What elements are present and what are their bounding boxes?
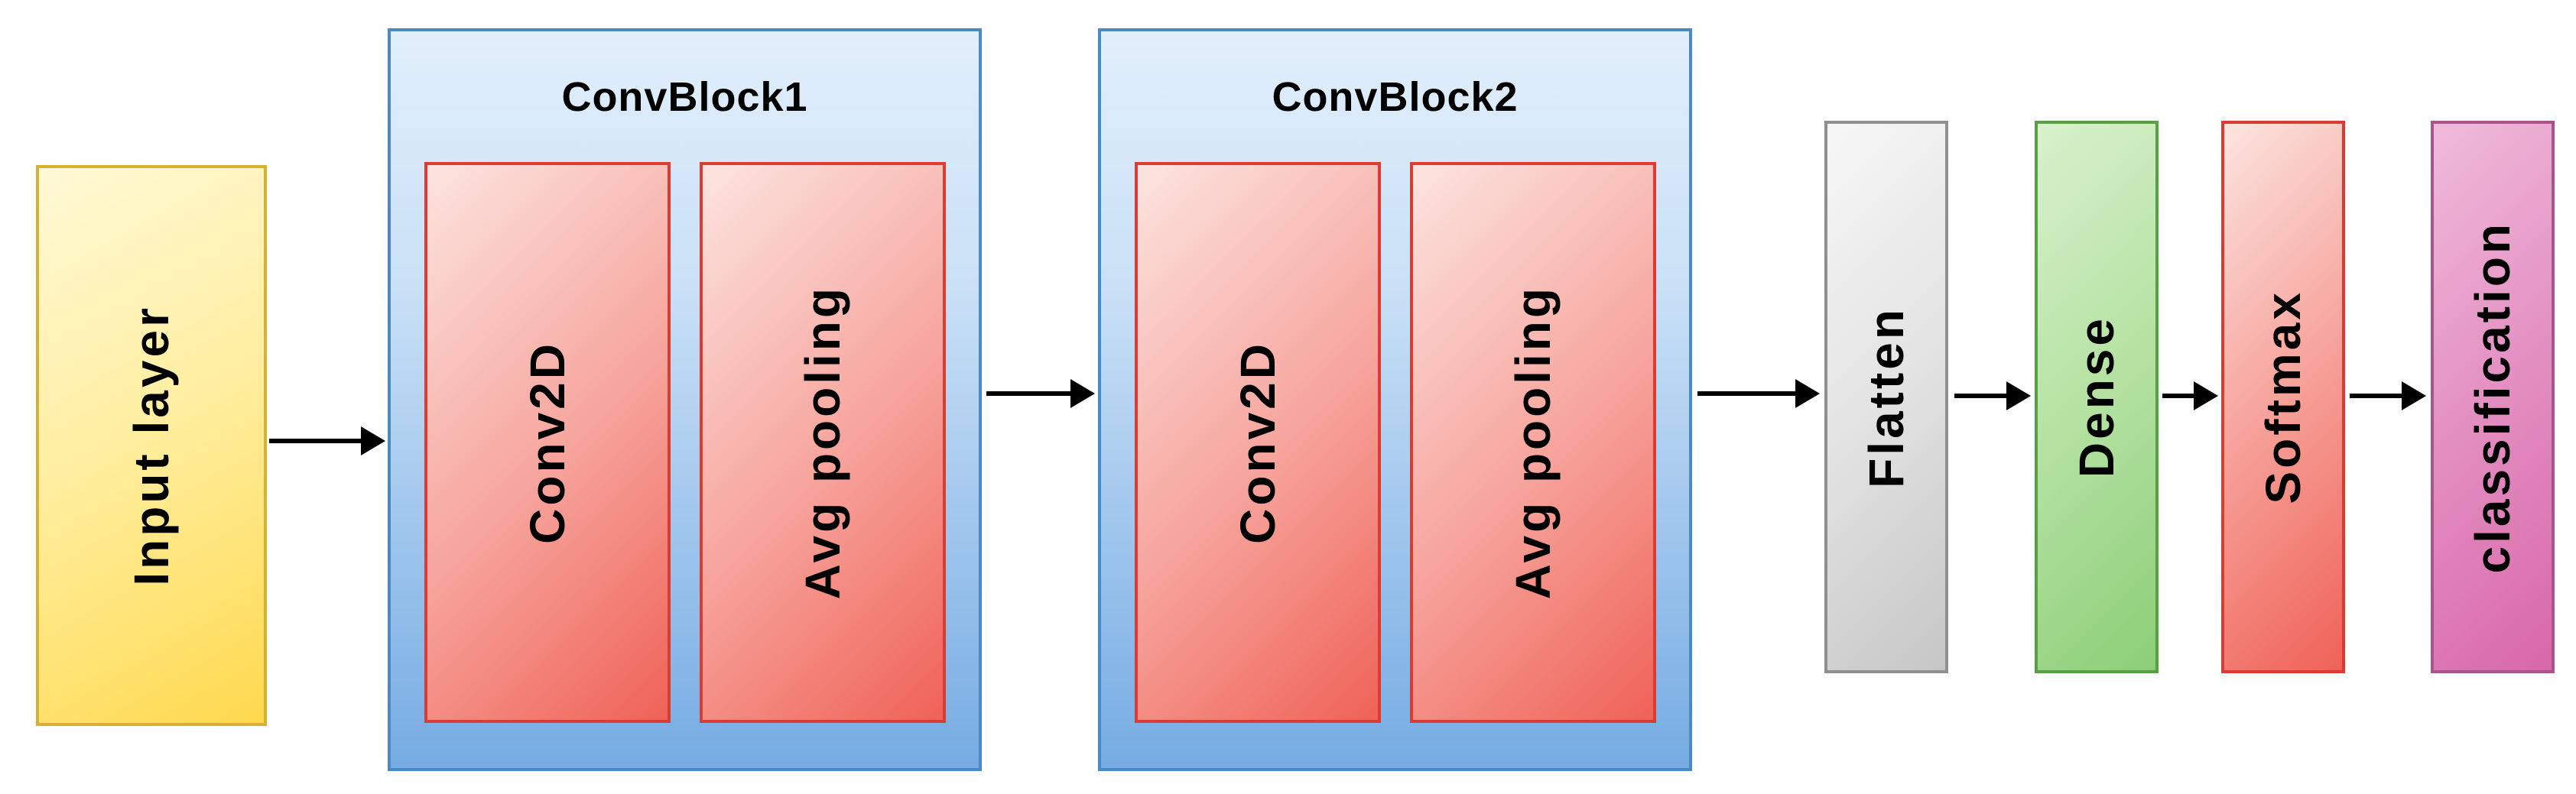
arrow-shaft (2162, 394, 2197, 398)
flow-arrow-5 (2162, 381, 2218, 411)
arrow-right-icon (2194, 381, 2218, 410)
convblock2-body: Conv2D Avg pooling (1101, 162, 1689, 723)
convblock2-container: ConvBlock2 Conv2D Avg pooling (1098, 28, 1692, 771)
arrow-shaft (2350, 394, 2405, 398)
convblock2-avgpooling-box: Avg pooling (1409, 162, 1656, 723)
input-layer-box: Input layer (36, 165, 267, 726)
classification-label: classification (2465, 220, 2520, 574)
softmax-label: Softmax (2256, 290, 2311, 504)
convblock1-container: ConvBlock1 Conv2D Avg pooling (388, 28, 982, 771)
arrow-shaft (1697, 391, 1798, 396)
convblock1-conv2d-label: Conv2D (519, 341, 575, 544)
flatten-label: Flatten (1859, 306, 1914, 488)
convblock2-conv2d-label: Conv2D (1230, 341, 1285, 544)
arrow-shaft (986, 391, 1074, 396)
flow-arrow-2 (986, 378, 1095, 409)
dense-box: Dense (2035, 121, 2159, 673)
softmax-box: Softmax (2221, 121, 2345, 673)
arrow-right-icon (1795, 379, 1820, 408)
arrow-right-icon (361, 426, 385, 455)
flow-arrow-3 (1697, 378, 1820, 409)
convblock2-title: ConvBlock2 (1272, 73, 1519, 120)
arrow-shaft (1954, 394, 2009, 398)
convblock2-avgpooling-label: Avg pooling (1505, 285, 1561, 600)
convblock1-avgpooling-box: Avg pooling (699, 162, 946, 723)
flow-arrow-4 (1954, 381, 2031, 411)
arrow-right-icon (2006, 381, 2031, 410)
convblock1-conv2d-box: Conv2D (424, 162, 671, 723)
convblock1-title: ConvBlock1 (561, 73, 808, 120)
convblock2-conv2d-box: Conv2D (1134, 162, 1381, 723)
convblock1-body: Conv2D Avg pooling (391, 162, 979, 723)
arrow-right-icon (1070, 379, 1095, 408)
dense-label: Dense (2069, 316, 2124, 478)
flow-arrow-6 (2350, 381, 2426, 411)
classification-box: classification (2431, 121, 2555, 673)
arrow-right-icon (2402, 381, 2426, 410)
arrow-shaft (269, 439, 364, 443)
flow-arrow-1 (269, 426, 385, 456)
input-layer-label: Input layer (124, 305, 179, 586)
flatten-box: Flatten (1824, 121, 1948, 673)
convblock1-avgpooling-label: Avg pooling (794, 285, 850, 600)
